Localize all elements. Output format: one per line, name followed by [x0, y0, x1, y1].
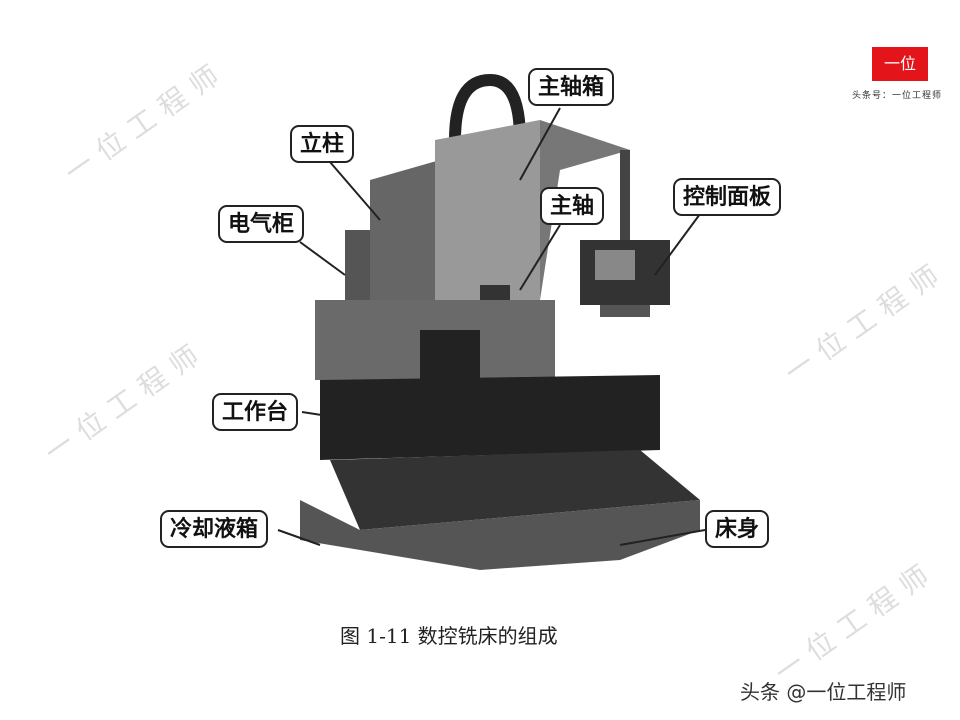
label-bed: 床身	[705, 510, 770, 548]
logo: 一位	[872, 47, 928, 81]
label-column: 立柱	[290, 125, 355, 163]
label-coolant-tank: 冷却液箱	[160, 510, 269, 548]
figure-caption: 图 1-11 数控铣床的组成	[340, 624, 558, 648]
logo-subtitle: 头条号：一位工程师	[852, 91, 943, 101]
label-control-panel: 控制面板	[673, 178, 782, 216]
label-spindle-box: 主轴箱	[528, 68, 615, 106]
watermark: 头条 @一位工程师	[740, 680, 907, 704]
label-spindle: 主轴	[540, 187, 605, 225]
label-worktable: 工作台	[212, 393, 299, 431]
label-electrical-cabinet: 电气柜	[218, 205, 305, 243]
